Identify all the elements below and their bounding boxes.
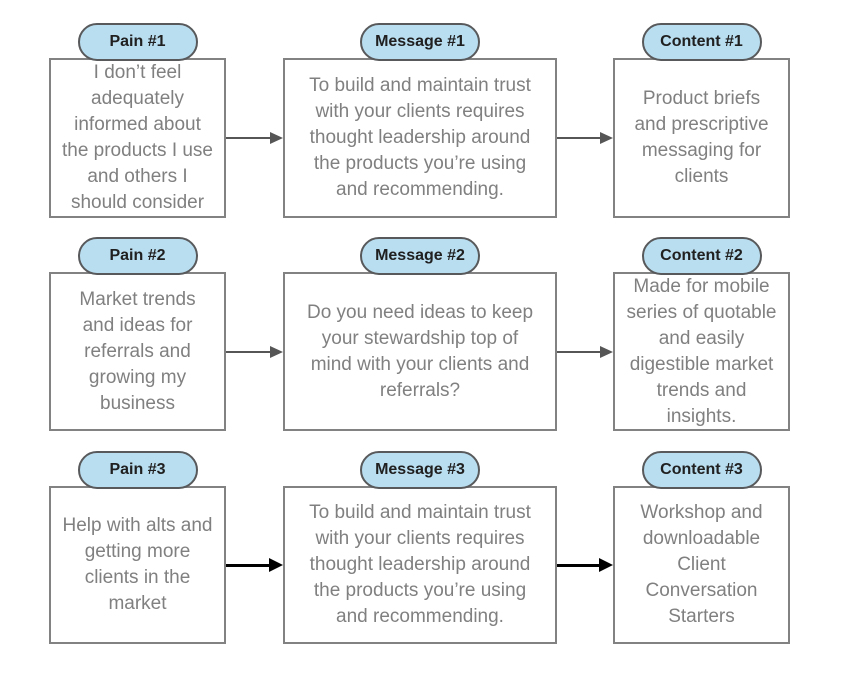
node-message-2: Message #2 Do you need ideas to keep you… [283, 237, 557, 431]
box-message-2: Do you need ideas to keep your stewardsh… [283, 272, 557, 431]
arrow-line [557, 137, 600, 139]
pill-content-1: Content #1 [641, 23, 762, 61]
box-message-2-text: Do you need ideas to keep your stewardsh… [306, 301, 534, 401]
pill-content-3: Content #3 [641, 451, 762, 489]
arrow-head-icon [270, 346, 283, 358]
arrow-head-icon [600, 132, 613, 144]
pill-message-1: Message #1 [360, 23, 480, 61]
node-content-1: Content #1 Product briefs and prescripti… [613, 23, 790, 218]
arrow-message1-to-content1 [557, 132, 613, 144]
arrow-line [226, 351, 270, 353]
node-content-3: Content #3 Workshop and downloadable Cli… [613, 451, 790, 644]
node-pain-3: Pain #3 Help with alts and getting more … [49, 451, 226, 644]
box-pain-1: I don’t feel adequately informed about t… [49, 58, 226, 218]
box-content-1: Product briefs and prescriptive messagin… [613, 58, 790, 218]
box-pain-3: Help with alts and getting more clients … [49, 486, 226, 644]
arrow-head-icon [600, 346, 613, 358]
arrow-head-icon [599, 558, 613, 572]
node-content-2: Content #2 Made for mobile series of quo… [613, 237, 790, 431]
arrow-line [557, 563, 599, 567]
box-message-3-text: To build and maintain trust with your cl… [309, 502, 531, 627]
box-pain-3-text: Help with alts and getting more clients … [62, 515, 213, 614]
node-message-3: Message #3 To build and maintain trust w… [283, 451, 557, 644]
pill-content-3-label: Content #3 [660, 461, 743, 478]
box-content-3-text: Workshop and downloadable Client Convers… [640, 502, 763, 627]
box-message-1-text: To build and maintain trust with your cl… [309, 75, 531, 200]
pill-message-2: Message #2 [360, 237, 480, 275]
pill-pain-1-label: Pain #1 [109, 33, 166, 50]
box-content-2-text: Made for mobile series of quotable and e… [626, 275, 777, 427]
arrow-message3-to-content3 [557, 558, 613, 572]
box-content-3: Workshop and downloadable Client Convers… [613, 486, 790, 644]
pill-pain-2-label: Pain #2 [109, 247, 166, 264]
pill-message-1-label: Message #1 [375, 33, 465, 50]
pill-pain-1: Pain #1 [77, 23, 198, 61]
arrow-message2-to-content2 [557, 346, 613, 358]
box-message-1: To build and maintain trust with your cl… [283, 58, 557, 218]
box-pain-2-text: Market trends and ideas for referrals an… [79, 288, 196, 414]
arrow-line [226, 563, 269, 567]
box-pain-2: Market trends and ideas for referrals an… [49, 272, 226, 431]
pill-message-3: Message #3 [360, 451, 480, 489]
pill-content-1-label: Content #1 [660, 33, 743, 50]
box-content-2: Made for mobile series of quotable and e… [613, 272, 790, 431]
pill-pain-3-label: Pain #3 [109, 461, 166, 478]
pill-content-2-label: Content #2 [660, 247, 743, 264]
arrow-head-icon [270, 132, 283, 144]
pill-pain-2: Pain #2 [77, 237, 198, 275]
node-message-1: Message #1 To build and maintain trust w… [283, 23, 557, 218]
pill-pain-3: Pain #3 [77, 451, 198, 489]
box-content-1-text: Product briefs and prescriptive messagin… [634, 88, 769, 187]
box-message-3: To build and maintain trust with your cl… [283, 486, 557, 644]
arrow-pain1-to-message1 [226, 132, 283, 144]
arrow-line [557, 351, 600, 353]
arrow-pain3-to-message3 [226, 558, 283, 572]
node-pain-2: Pain #2 Market trends and ideas for refe… [49, 237, 226, 431]
pill-content-2: Content #2 [641, 237, 762, 275]
arrow-head-icon [269, 558, 283, 572]
pill-message-3-label: Message #3 [375, 461, 465, 478]
node-pain-1: Pain #1 I don’t feel adequately informed… [49, 23, 226, 218]
arrow-pain2-to-message2 [226, 346, 283, 358]
box-pain-1-text: I don’t feel adequately informed about t… [61, 62, 214, 213]
arrow-line [226, 137, 270, 139]
pill-message-2-label: Message #2 [375, 247, 465, 264]
